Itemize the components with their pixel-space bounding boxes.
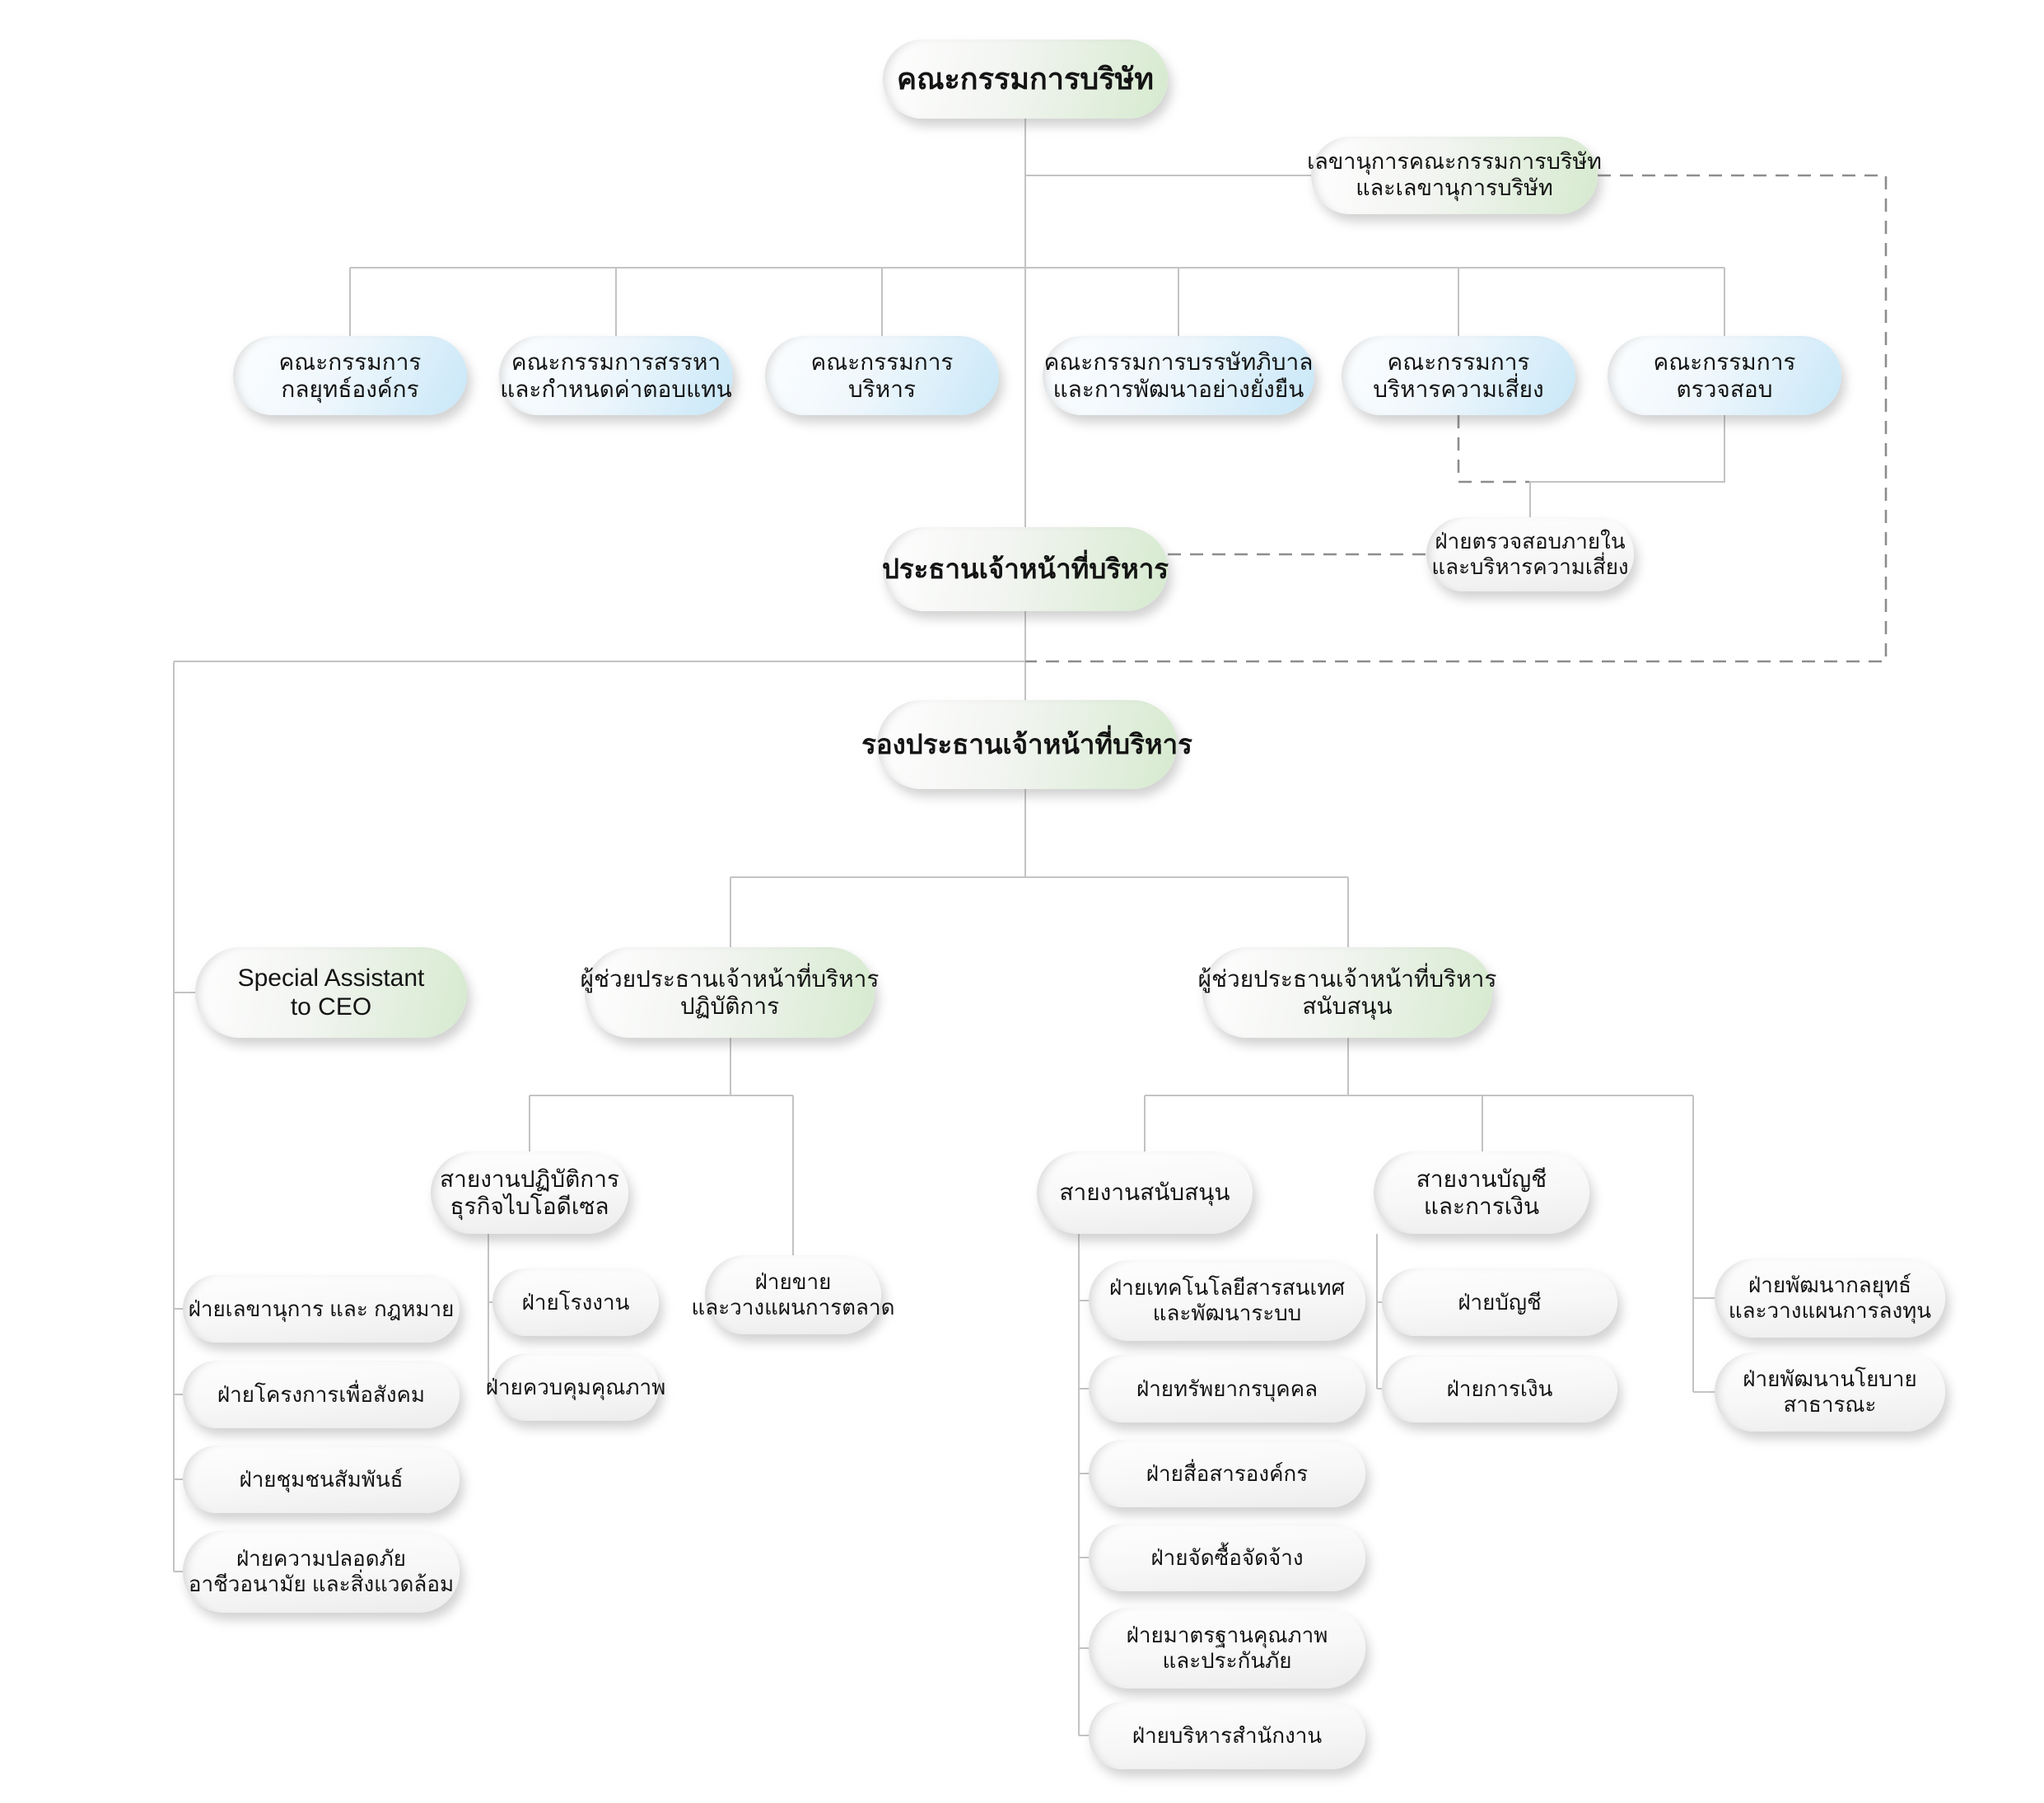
node-assistant-ceo-operations: ผู้ช่วยประธานเจ้าหน้าที่บริหารปฏิบัติการ	[581, 947, 879, 1038]
node-label: สนับสนุน	[1302, 993, 1393, 1019]
node-label: และบริหารความเสี่ยง	[1431, 554, 1629, 579]
node-label: สายงานสนับสนุน	[1059, 1179, 1230, 1206]
node-accounting-dept: ฝ่ายบัญชี	[1382, 1268, 1617, 1336]
node-label: และกำหนดค่าตอบแทน	[500, 376, 732, 402]
node-it-system-development-dept: ฝ่ายเทคโนโลยีสารสนเทศและพัฒนาระบบ	[1089, 1260, 1365, 1341]
node-label: to CEO	[290, 993, 372, 1021]
node-label: เลขานุการคณะกรรมการบริษัท	[1307, 149, 1602, 175]
node-ceo: ประธานเจ้าหน้าที่บริหาร	[881, 527, 1169, 611]
node-safety-health-environment-dept: ฝ่ายความปลอดภัยอาชีวอนามัย และสิ่งแวดล้อ…	[183, 1530, 460, 1613]
node-label: คณะกรรมการ	[278, 348, 422, 375]
node-human-resources-dept: ฝ่ายทรัพยากรบุคคล	[1089, 1355, 1365, 1422]
node-finance-dept: ฝ่ายการเงิน	[1382, 1355, 1617, 1422]
node-deputy-ceo: รองประธานเจ้าหน้าที่บริหาร	[861, 700, 1192, 789]
node-strategy-investment-planning-dept: ฝ่ายพัฒนากลยุทธ์และวางแผนการลงทุน	[1715, 1259, 1945, 1338]
node-label: ผู้ช่วยประธานเจ้าหน้าที่บริหาร	[580, 965, 880, 992]
node-label: และพัฒนาระบบ	[1152, 1301, 1302, 1325]
node-assistant-ceo-support: ผู้ช่วยประธานเจ้าหน้าที่บริหารสนับสนุน	[1198, 947, 1496, 1038]
node-accounting-finance-division: สายงานบัญชีและการเงิน	[1374, 1151, 1589, 1234]
node-audit-committee: คณะกรรมการตรวจสอบ	[1608, 336, 1841, 415]
node-label: สายงานบัญชี	[1416, 1165, 1547, 1192]
node-executive-committee: คณะกรรมการบริหาร	[765, 336, 999, 415]
node-label: ฝ่ายมาตรฐานคุณภาพ	[1126, 1623, 1328, 1648]
node-social-projects-dept: ฝ่ายโครงการเพื่อสังคม	[183, 1361, 460, 1428]
node-label: ฝ่ายโครงการเพื่อสังคม	[217, 1381, 426, 1407]
node-label: Special Assistant	[237, 964, 425, 992]
node-label: ฝ่ายควบคุมคุณภาพ	[485, 1374, 666, 1399]
node-public-policy-development-dept: ฝ่ายพัฒนานโยบายสาธารณะ	[1715, 1352, 1945, 1432]
node-label: ฝ่ายความปลอดภัย	[236, 1546, 407, 1572]
node-label: ฝ่ายทรัพยากรบุคคล	[1136, 1376, 1318, 1401]
node-label: ฝ่ายชุมชนสัมพันธ์	[239, 1466, 404, 1492]
node-label: ฝ่ายตรวจสอบภายใน	[1435, 529, 1626, 554]
node-label: ฝ่ายบริหารสำนักงาน	[1132, 1722, 1323, 1748]
node-corporate-strategy-committee: คณะกรรมการกลยุทธ์องค์กร	[233, 336, 467, 415]
node-quality-control-dept: ฝ่ายควบคุมคุณภาพ	[486, 1353, 665, 1421]
node-label: และประกันภัย	[1162, 1648, 1292, 1673]
node-label: บริหาร	[847, 376, 917, 402]
node-nomination-remuneration-committee: คณะกรรมการสรรหาและกำหนดค่าตอบแทน	[499, 336, 733, 415]
node-label: และวางแผนการลงทุน	[1728, 1298, 1932, 1323]
node-label: คณะกรรมการบริษัท	[896, 61, 1154, 96]
node-label: บริหารความเสี่ยง	[1373, 376, 1544, 402]
node-label: และการเงิน	[1423, 1193, 1540, 1219]
node-label: คณะกรรมการบรรษัทภิบาล	[1043, 348, 1314, 375]
node-quality-standards-insurance-dept: ฝ่ายมาตรฐานคุณภาพและประกันภัย	[1089, 1608, 1365, 1689]
node-support-division: สายงานสนับสนุน	[1037, 1151, 1253, 1234]
node-internal-audit-risk-dept: ฝ่ายตรวจสอบภายในและบริหารความเสี่ยง	[1426, 517, 1634, 591]
node-label: ฝ่ายพัฒนากลยุทธ์	[1748, 1273, 1911, 1298]
node-risk-management-committee: คณะกรรมการบริหารความเสี่ยง	[1342, 336, 1575, 415]
node-label: ประธานเจ้าหน้าที่บริหาร	[881, 553, 1169, 584]
node-label: สาธารณะ	[1783, 1392, 1877, 1417]
node-label: ฝ่ายขาย	[754, 1269, 832, 1295]
node-board-of-directors: คณะกรรมการบริษัท	[883, 40, 1168, 119]
node-corporate-communications-dept: ฝ่ายสื่อสารองค์กร	[1089, 1440, 1365, 1507]
node-label: ปฏิบัติการ	[679, 993, 780, 1019]
node-biodiesel-operations-division: สายงานปฏิบัติการธุรกิจไบโอดีเซล	[431, 1151, 628, 1234]
node-label: คณะกรรมการ	[1653, 348, 1796, 375]
node-label: ตรวจสอบ	[1676, 376, 1773, 402]
node-label: รองประธานเจ้าหน้าที่บริหาร	[861, 728, 1192, 759]
node-label: ฝ่ายโรงงาน	[521, 1289, 630, 1315]
node-company-secretary: เลขานุการคณะกรรมการบริษัทและเลขานุการบริ…	[1307, 137, 1602, 214]
node-office-administration-dept: ฝ่ายบริหารสำนักงาน	[1089, 1702, 1365, 1769]
node-community-relations-dept: ฝ่ายชุมชนสัมพันธ์	[183, 1446, 460, 1513]
node-label: ฝ่ายบัญชี	[1458, 1289, 1542, 1315]
node-label: คณะกรรมการ	[1387, 348, 1530, 375]
node-factory-dept: ฝ่ายโรงงาน	[492, 1268, 659, 1336]
node-label: สายงานปฏิบัติการ	[440, 1165, 619, 1192]
node-label: กลยุทธ์องค์กร	[281, 376, 419, 402]
node-label: ฝ่ายจัดซื้อจัดจ้าง	[1150, 1544, 1304, 1570]
node-secretary-legal-dept: ฝ่ายเลขานุการ และ กฎหมาย	[183, 1275, 460, 1343]
node-label: ผู้ช่วยประธานเจ้าหน้าที่บริหาร	[1197, 965, 1497, 992]
node-label: คณะกรรมการ	[810, 348, 954, 375]
node-governance-sustainability-committee: คณะกรรมการบรรษัทภิบาลและการพัฒนาอย่างยั่…	[1043, 336, 1314, 415]
node-label: และเลขานุการบริษัท	[1356, 175, 1553, 200]
node-sales-marketing-planning-dept: ฝ่ายขายและวางแผนการตลาด	[692, 1255, 894, 1334]
node-label: ฝ่ายเลขานุการ และ กฎหมาย	[188, 1296, 455, 1321]
node-label: ฝ่ายสื่อสารองค์กร	[1146, 1460, 1309, 1486]
node-label: ฝ่ายการเงิน	[1446, 1376, 1553, 1401]
node-procurement-dept: ฝ่ายจัดซื้อจัดจ้าง	[1089, 1524, 1365, 1591]
node-label: และการพัฒนาอย่างยั่งยืน	[1052, 376, 1304, 402]
node-label: ฝ่ายพัฒนานโยบาย	[1743, 1366, 1917, 1392]
node-label: อาชีวอนามัย และสิ่งแวดล้อม	[188, 1572, 455, 1596]
node-label: ธุรกิจไบโอดีเซล	[450, 1193, 609, 1219]
node-label: และวางแผนการตลาด	[691, 1295, 895, 1320]
node-label: คณะกรรมการสรรหา	[511, 348, 721, 375]
node-label: ฝ่ายเทคโนโลยีสารสนเทศ	[1109, 1275, 1345, 1301]
